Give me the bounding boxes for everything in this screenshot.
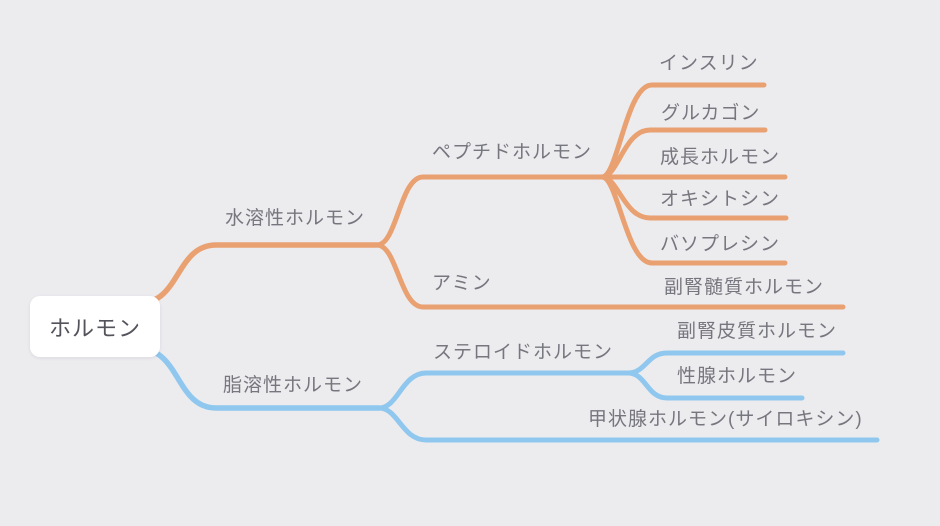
branch-line-amine-medulla bbox=[374, 242, 846, 310]
node-gonadal-hormone[interactable]: 性腺ホルモン bbox=[677, 366, 798, 387]
node-vasopressin[interactable]: バソプレシン bbox=[660, 234, 781, 255]
node-glucagon[interactable]: グルカゴン bbox=[661, 103, 761, 124]
root-node-hormone[interactable]: ホルモン bbox=[30, 296, 160, 357]
node-adrenal-cortex-hormone[interactable]: 副腎皮質ホルモン bbox=[677, 321, 838, 342]
node-oxytocin[interactable]: オキシトシン bbox=[660, 189, 781, 210]
node-peptide-hormone[interactable]: ペプチドホルモン bbox=[432, 142, 593, 163]
branch-line-peptide bbox=[374, 174, 605, 248]
branch-line-steroid bbox=[376, 370, 631, 411]
branch-line-thyroid bbox=[376, 405, 880, 443]
node-growth-hormone[interactable]: 成長ホルモン bbox=[660, 147, 781, 168]
node-fat-soluble-hormone[interactable]: 脂溶性ホルモン bbox=[223, 375, 364, 396]
branch-line-water-soluble bbox=[137, 242, 380, 306]
branch-line-gonadal bbox=[625, 370, 805, 401]
node-water-soluble-hormone[interactable]: 水溶性ホルモン bbox=[225, 208, 366, 229]
branch-line-vasopressin bbox=[599, 174, 788, 266]
node-insulin[interactable]: インスリン bbox=[659, 53, 759, 74]
node-thyroid-hormone[interactable]: 甲状腺ホルモン(サイロキシン) bbox=[588, 409, 863, 430]
node-adrenal-medulla-hormone[interactable]: 副腎髄質ホルモン bbox=[664, 277, 825, 298]
node-steroid-hormone[interactable]: ステロイドホルモン bbox=[433, 342, 614, 363]
node-amine[interactable]: アミン bbox=[432, 273, 492, 294]
